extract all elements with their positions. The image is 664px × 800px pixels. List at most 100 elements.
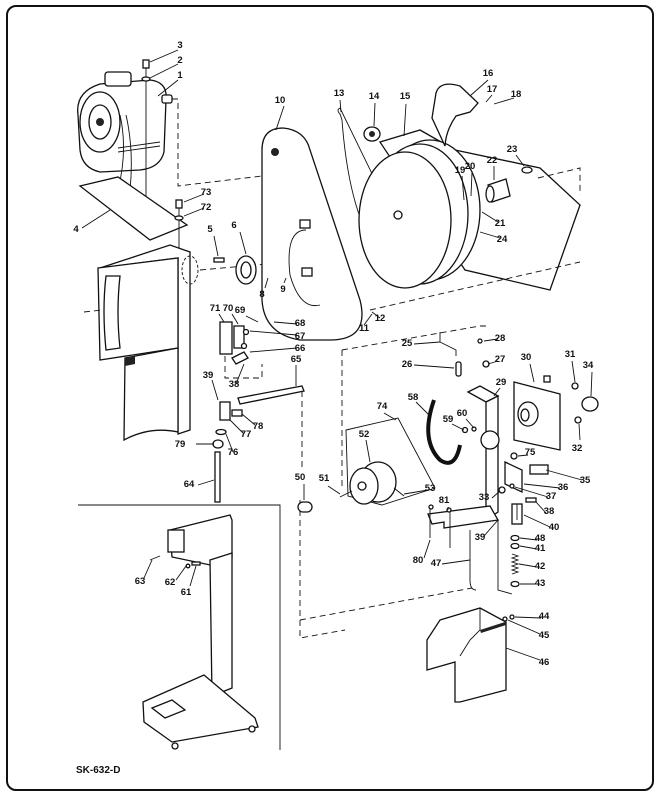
part-callout-62: 62 xyxy=(165,577,176,588)
washer-60 xyxy=(471,426,477,432)
part-callout-12: 12 xyxy=(375,313,386,324)
leader-line-11 xyxy=(363,313,373,326)
leader-line-3 xyxy=(149,49,179,63)
link-bar-65 xyxy=(237,385,305,405)
part-callout-67: 67 xyxy=(295,331,306,342)
part-callout-66: 66 xyxy=(295,343,306,354)
part-callout-52: 52 xyxy=(359,429,370,440)
sleeve-22 xyxy=(485,178,511,203)
leader-line-48 xyxy=(519,537,538,541)
leader-line-70 xyxy=(231,313,239,325)
part-callout-6: 6 xyxy=(231,220,236,231)
leader-line-68 xyxy=(273,321,298,325)
part-callout-9: 9 xyxy=(280,284,285,295)
leader-line-41 xyxy=(519,545,538,550)
part-callout-70: 70 xyxy=(223,303,234,314)
part-callout-17: 17 xyxy=(487,84,498,95)
motor xyxy=(77,71,173,191)
leader-line-21 xyxy=(481,211,499,223)
part-callout-33: 33 xyxy=(479,492,490,503)
part-callout-18: 18 xyxy=(511,89,522,100)
leader-line-53 xyxy=(403,489,429,495)
part-callout-11: 11 xyxy=(359,323,370,334)
plug-23 xyxy=(521,166,533,174)
rod-25 xyxy=(439,332,457,356)
part-callout-77: 77 xyxy=(241,429,252,440)
switch-35 xyxy=(504,460,549,494)
part-callout-65: 65 xyxy=(291,354,302,365)
part-callout-4: 4 xyxy=(73,224,79,235)
leader-line-18 xyxy=(493,97,515,105)
part-callout-53: 53 xyxy=(425,483,436,494)
part-callout-74: 74 xyxy=(377,401,388,412)
leader-line-71 xyxy=(218,313,225,323)
leader-line-61 xyxy=(189,565,197,587)
part-callout-79: 79 xyxy=(175,439,186,450)
link-26 xyxy=(455,361,462,377)
leader-line-1 xyxy=(157,79,179,97)
part-callout-37: 37 xyxy=(546,491,557,502)
bracket-71 xyxy=(219,321,263,379)
cable-58 xyxy=(426,399,462,465)
nut-28 xyxy=(477,338,483,344)
part-callout-75: 75 xyxy=(525,447,536,458)
part-callout-76: 76 xyxy=(228,447,239,458)
part-callout-16: 16 xyxy=(483,68,494,79)
leader-line-35 xyxy=(545,469,583,481)
washer-43 xyxy=(510,580,520,588)
part-callout-36: 36 xyxy=(558,482,569,493)
drawing-frame xyxy=(6,5,654,791)
part-callout-48: 48 xyxy=(535,533,546,544)
leader-line-72 xyxy=(183,207,205,217)
leader-line-13 xyxy=(339,99,342,113)
part-callout-60: 60 xyxy=(457,408,468,419)
leader-line-46 xyxy=(505,647,541,661)
leader-line-38 xyxy=(535,501,547,514)
leader-line-29 xyxy=(493,387,501,397)
part-callout-2: 2 xyxy=(177,55,182,66)
leader-line-64 xyxy=(197,479,215,486)
leader-line-34 xyxy=(590,371,593,397)
leader-line-58 xyxy=(415,401,431,417)
part-callout-58: 58 xyxy=(408,392,419,403)
part-callout-81: 81 xyxy=(439,495,450,506)
leader-line-20 xyxy=(470,171,473,197)
leader-line-8 xyxy=(264,277,269,289)
leader-line-59 xyxy=(451,423,465,431)
part-callout-69: 69 xyxy=(235,305,246,316)
part-callout-73: 73 xyxy=(201,187,212,198)
pulley-52 xyxy=(349,461,397,505)
part-callout-26: 26 xyxy=(402,359,413,370)
leader-line-66 xyxy=(249,347,298,353)
part-callout-15: 15 xyxy=(400,91,411,102)
nut-79 xyxy=(212,439,224,449)
part-callout-38: 38 xyxy=(229,379,240,390)
part-callout-1: 1 xyxy=(177,70,183,81)
drive-wheel-15 xyxy=(358,129,581,291)
leader-line-69 xyxy=(245,315,259,323)
panel-74 xyxy=(345,417,436,506)
leader-line-51 xyxy=(327,485,341,495)
screw-44 xyxy=(509,614,515,620)
leader-line-39 xyxy=(483,519,499,537)
screw-51 xyxy=(339,490,353,498)
clevis-40 xyxy=(511,497,537,525)
bolt-73 xyxy=(174,199,184,250)
leader-line-62 xyxy=(175,565,187,581)
leader-line-45 xyxy=(507,619,541,635)
part-callout-72: 72 xyxy=(201,202,212,213)
washer-76 xyxy=(215,428,227,436)
nut-33 xyxy=(498,486,506,494)
part-callout-61: 61 xyxy=(181,587,192,598)
leader-line-78 xyxy=(241,413,256,426)
pulley-14 xyxy=(363,126,381,142)
leader-line-9 xyxy=(283,277,287,284)
part-callout-38: 38 xyxy=(544,506,555,517)
leader-line-26 xyxy=(413,364,455,369)
leader-line-38 xyxy=(235,363,245,385)
part-callout-45: 45 xyxy=(539,630,550,641)
leader-line-31 xyxy=(571,360,576,383)
leader-line-60 xyxy=(465,418,475,429)
